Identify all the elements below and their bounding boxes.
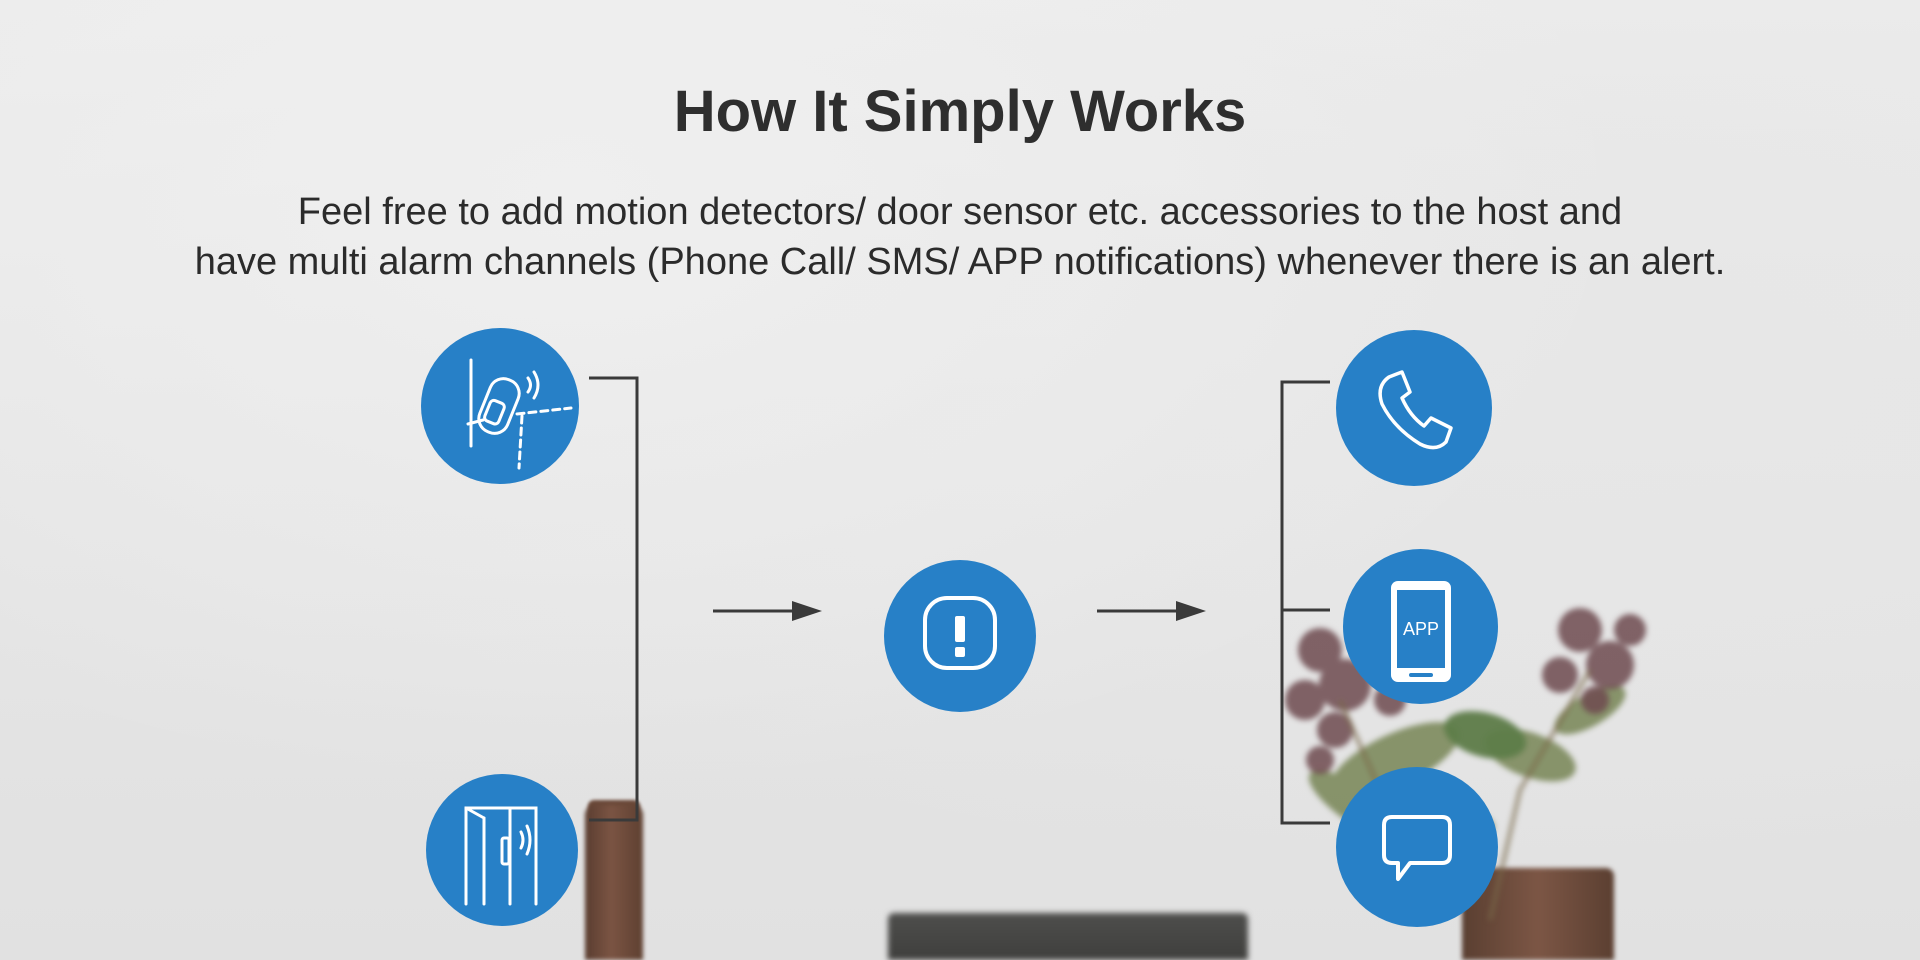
app-label: APP <box>1403 619 1439 639</box>
arrow-to-hub-head <box>792 601 822 621</box>
sms-node <box>1336 767 1498 927</box>
door-sensor-node <box>426 774 578 926</box>
input-bracket <box>589 378 637 820</box>
arrow-to-outputs-head <box>1176 601 1206 621</box>
output-bracket <box>1282 382 1330 823</box>
alert-icon <box>884 560 1036 712</box>
app-notification-node: APP <box>1343 549 1498 704</box>
motion-detector-node <box>421 328 579 484</box>
smartphone-app-icon: APP <box>1343 549 1498 704</box>
chat-bubble-icon <box>1336 767 1498 927</box>
phone-icon <box>1336 330 1492 486</box>
phone-call-node <box>1336 330 1492 486</box>
motion-sensor-icon <box>421 328 579 484</box>
alarm-host-node <box>884 560 1036 712</box>
door-sensor-icon <box>426 774 578 926</box>
